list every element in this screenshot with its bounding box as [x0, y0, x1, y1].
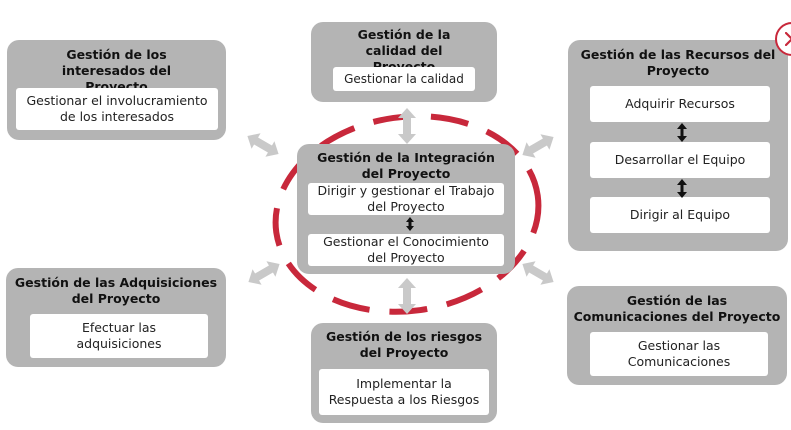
panel-title-integracion: Gestión de la Integración del Proyecto — [317, 150, 495, 181]
panel-title-adquisiciones: Gestión de las Adquisiciones del Proyect… — [14, 275, 218, 306]
process-desarrollar-equipo[interactable]: Desarrollar el Equipo — [590, 142, 770, 178]
arrow-adquisiciones — [243, 256, 285, 290]
panel-title-comunicaciones: Gestión de las Comunicaciones del Proyec… — [573, 293, 781, 324]
arrow-interesados — [242, 128, 284, 162]
panel-comunicaciones: Gestión de las Comunicaciones del Proyec… — [567, 286, 787, 385]
arrow-riesgos — [398, 278, 416, 314]
arrow-recursos — [517, 129, 559, 163]
panel-interesados: Gestión de los interesados del Proyecto … — [7, 40, 226, 140]
process-gestionar-calidad[interactable]: Gestionar la calidad — [333, 67, 475, 91]
process-gestionar-conocimiento[interactable]: Gestionar el Conocimiento del Proyecto — [308, 234, 504, 266]
double-arrow-icon — [406, 217, 414, 231]
panel-title-riesgos: Gestión de los riesgos del Proyecto — [325, 329, 483, 360]
process-efectuar-adquisiciones[interactable]: Efectuar las adquisiciones — [30, 314, 208, 358]
panel-recursos: Gestión de las Recursos del Proyecto Adq… — [568, 40, 788, 251]
process-dirigir-equipo[interactable]: Dirigir al Equipo — [590, 197, 770, 233]
double-arrow-icon — [677, 123, 687, 142]
panel-integracion: Gestión de la Integración del Proyecto D… — [297, 144, 515, 274]
panel-adquisiciones: Gestión de las Adquisiciones del Proyect… — [6, 268, 226, 367]
panel-title-recursos: Gestión de las Recursos del Proyecto — [580, 47, 776, 78]
arrow-comunicaciones — [517, 256, 559, 290]
arrow-calidad — [398, 108, 416, 144]
process-adquirir-recursos[interactable]: Adquirir Recursos — [590, 86, 770, 122]
process-gestionar-comunicaciones[interactable]: Gestionar las Comunicaciones — [590, 332, 768, 376]
process-implementar-respuesta[interactable]: Implementar la Respuesta a los Riesgos — [319, 369, 489, 415]
double-arrow-icon — [677, 179, 687, 198]
panel-riesgos: Gestión de los riesgos del Proyecto Impl… — [311, 323, 497, 423]
close-icon — [785, 32, 791, 46]
process-dirigir-gestionar-trabajo[interactable]: Dirigir y gestionar el Trabajo del Proye… — [308, 183, 504, 215]
process-gestionar-involucramiento[interactable]: Gestionar el involucramiento de los inte… — [16, 88, 218, 130]
panel-calidad: Gestión de la calidad del Proyecto Gesti… — [311, 22, 497, 102]
